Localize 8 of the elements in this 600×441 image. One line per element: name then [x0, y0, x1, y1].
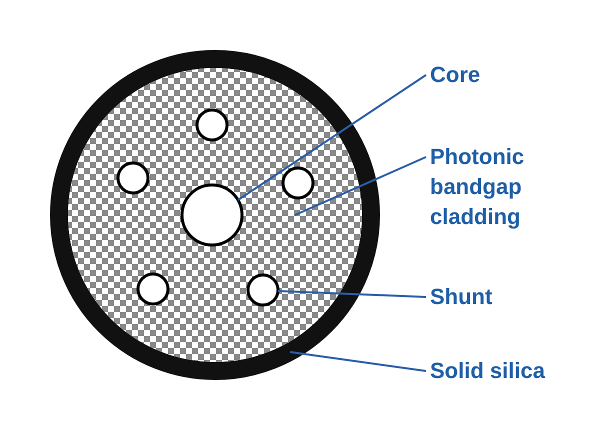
leader-line	[278, 290, 426, 298]
leader-line	[290, 351, 426, 372]
part-label: Core	[430, 60, 550, 90]
leader-line	[237, 74, 427, 201]
part-label: Shunt	[430, 282, 550, 312]
leader-line	[294, 156, 426, 216]
part-label: Photonic bandgap cladding	[430, 142, 570, 232]
part-label: Solid silica	[430, 356, 590, 386]
